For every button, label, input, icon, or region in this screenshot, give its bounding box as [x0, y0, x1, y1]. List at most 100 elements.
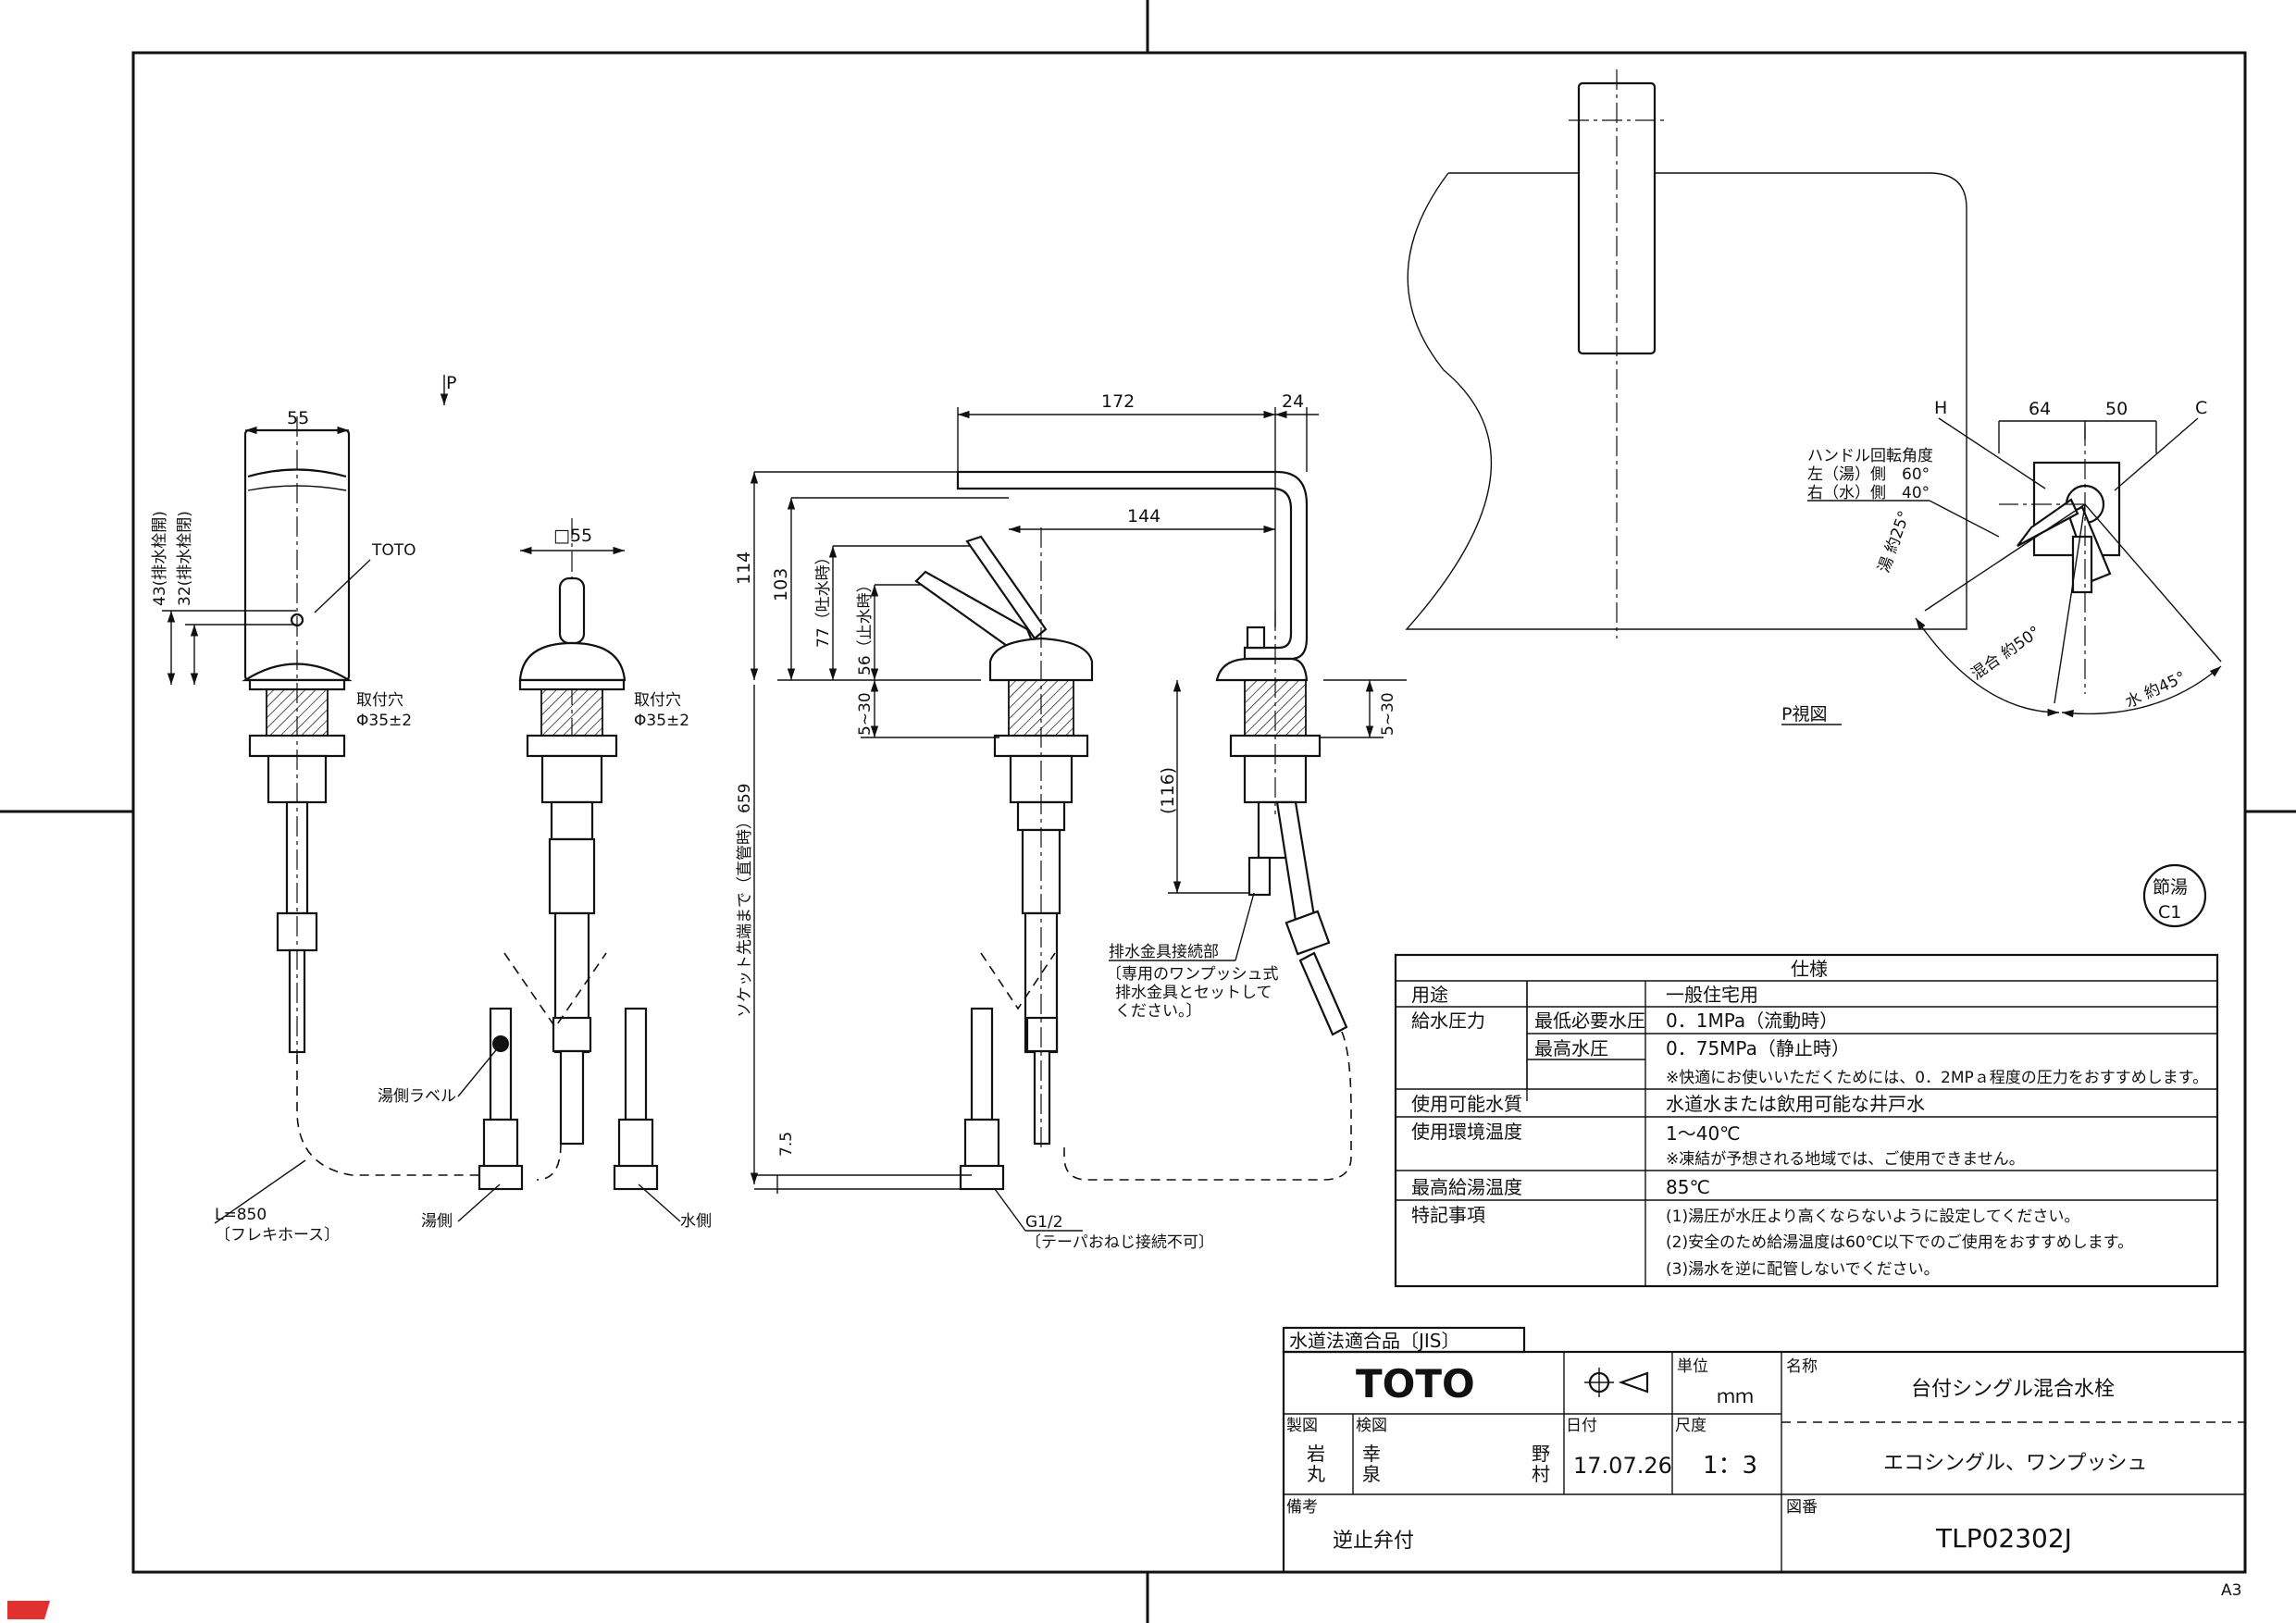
dim-24: 24	[1282, 391, 1304, 412]
checked-label: 検図	[1356, 1417, 1387, 1435]
title-block: 水道法適合品〔JIS〕 TOTO 単位 ｍｍ 名称 台付シングル混合水栓 製図 …	[1282, 1326, 2247, 1574]
name-value: 台付シングル混合水栓	[1911, 1378, 2115, 1401]
spec-row-label: 用途	[1411, 984, 1448, 1006]
spec-row-label: 給水圧力	[1411, 1010, 1485, 1032]
projection-symbol-icon	[1584, 1368, 1649, 1397]
drain-note-3: ください。〕	[1115, 1002, 1202, 1021]
spec-row-value: 水道水または飲用可能な井戸水	[1666, 1093, 1925, 1115]
dim-64: 64	[2029, 399, 2051, 419]
spec-row-label: 特記事項	[1411, 1204, 1485, 1226]
toto-mark-label: TOTO	[371, 541, 416, 560]
dim-drain-open: 43(排水栓開)	[151, 511, 169, 606]
main-side-view: 172 24 144 114 103 77（吐水時） 56（止水時） 5~30 …	[734, 391, 1407, 1252]
scale-label: 尺度	[1675, 1417, 1706, 1435]
dim-5-30-b: 5~30	[1379, 692, 1397, 736]
dim-55: 55	[287, 408, 309, 428]
dim-spout-close: 56（止水時）	[856, 576, 875, 675]
spec-row-value: (1)湯圧が水圧より高くならないように設定してください。	[1666, 1208, 2079, 1226]
dim-7-5: 7.5	[777, 1132, 796, 1157]
handle-angle-right: 右（水）側 40°	[1807, 484, 1930, 502]
cold-side-label: 水側	[680, 1212, 712, 1231]
hot-side-label: 湯側	[421, 1212, 453, 1231]
spec-title: 仕様	[1791, 958, 1828, 980]
side-view: □55 取付穴 Φ35±2 湯側ラベル 湯側 水側	[378, 518, 712, 1231]
jis-label: 水道法適合品〔JIS〕	[1289, 1330, 1460, 1352]
drain-note-2: 排水金具とセットして	[1115, 984, 1272, 1002]
p-view: P視図 64 50 H C ハンドル回転角度 左（湯）側 60° 右（水）側 4…	[1405, 69, 2222, 928]
subname-value: エコシングル、ワンプッシュ	[1883, 1452, 2147, 1475]
spec-row-value: 0．75MPa（静止時）	[1666, 1037, 1850, 1059]
spec-row-label: 使用可能水質	[1411, 1093, 1522, 1115]
unit-value: ｍｍ	[1717, 1385, 1754, 1407]
spec-row-value: 1～40℃	[1666, 1122, 1741, 1145]
spec-row-value: ※快適にお使いいただくためには、0．2MPａ程度の圧力をおすすめします。	[1666, 1068, 2208, 1087]
saving-badge-top: 節湯	[2153, 877, 2188, 898]
c-mark: C	[2195, 398, 2207, 418]
saving-badge-bottom: C1	[2158, 902, 2181, 923]
drain-connection-label: 排水金具接続部	[1109, 943, 1219, 961]
hot-label-tag: 湯側ラベル	[378, 1087, 456, 1106]
hose-length: L=850	[215, 1206, 267, 1224]
p-view-title: P視図	[1781, 704, 1827, 725]
spec-row-value: (2)安全のため給湯温度は60℃以下でのご使用をおすすめします。	[1666, 1233, 2133, 1252]
spec-row-label: 使用環境温度	[1411, 1121, 1522, 1143]
drain-note-1: 〔専用のワンプッシュ式	[1106, 965, 1279, 984]
spec-rows: 用途 一般住宅用 給水圧力 最低必要水圧 0．1MPa（流動時） 最高水圧 0．…	[1411, 984, 2208, 1279]
approved-1: 野	[1532, 1443, 1550, 1465]
drafted-2: 丸	[1307, 1463, 1325, 1485]
handle-angle-title: ハンドル回転角度	[1807, 447, 1933, 465]
drafted-1: 岩	[1307, 1443, 1325, 1465]
mount-hole-label-2: 取付穴	[634, 691, 681, 710]
unit-label: 単位	[1677, 1357, 1708, 1376]
drawing-no-label: 図番	[1786, 1498, 1818, 1517]
remarks-value: 逆止弁付	[1333, 1530, 1414, 1553]
view-p-label: P	[446, 373, 456, 393]
drawing-no: TLP02302J	[1935, 1523, 2072, 1554]
dim-172: 172	[1101, 391, 1135, 412]
spec-row-sub: 最高水圧	[1534, 1037, 1608, 1059]
handle-angle-left: 左（湯）側 60°	[1807, 465, 1930, 484]
checked-1: 幸	[1362, 1443, 1381, 1465]
dim-116: (116)	[1158, 767, 1178, 814]
spec-row-value: ※凍結が予想される地域では、ご使用できません。	[1666, 1149, 2025, 1169]
dim-103: 103	[771, 568, 791, 601]
thread-note: 〔テーパおねじ接続不可〕	[1025, 1233, 1214, 1252]
name-label: 名称	[1786, 1357, 1818, 1376]
dim-50: 50	[2105, 399, 2128, 419]
dim-socket-length: ソケット先端まで（直管時）659	[736, 784, 754, 1018]
dim-5-30-a: 5~30	[856, 692, 875, 736]
approved-2: 村	[1532, 1463, 1550, 1485]
scale-value: 1：3	[1703, 1452, 1757, 1480]
spec-row-value: (3)湯水を逆に配管しないでください。	[1666, 1260, 1940, 1279]
mount-hole-dim-1: Φ35±2	[356, 712, 412, 730]
spec-row-label: 最高給湯温度	[1411, 1176, 1522, 1198]
sheet-size: A3	[2221, 1581, 2241, 1600]
dim-spout-open: 77（吐水時）	[814, 549, 833, 648]
dim-144: 144	[1127, 506, 1160, 527]
date-value: 17.07.26	[1573, 1453, 1672, 1479]
checked-2: 泉	[1362, 1463, 1381, 1485]
cold-angle: 水 約45°	[2123, 668, 2189, 712]
spec-table: 仕様 用途 一般住宅用 給水圧力 最低必要水圧 0．1MPa（流動時） 最高水圧…	[1394, 953, 2219, 1288]
dim-114: 114	[734, 551, 754, 585]
brand-logo: TOTO	[1356, 1361, 1475, 1406]
mount-hole-dim-2: Φ35±2	[634, 712, 689, 730]
logo-mark-icon	[7, 1601, 50, 1619]
hot-angle: 湯 約25°	[1875, 509, 1915, 576]
drafted-label: 製図	[1286, 1417, 1318, 1435]
hose-type: 〔フレキホース〕	[215, 1226, 340, 1245]
front-view: P 55 43(排水栓開) 32(排水栓閉) TOTO 取付穴 Φ35±2 L=…	[151, 373, 481, 1245]
spec-row-value: 0．1MPa（流動時）	[1666, 1010, 1838, 1032]
spec-row-value: 一般住宅用	[1666, 984, 1758, 1006]
dim-55sq: □55	[553, 526, 592, 546]
thread-label: G1/2	[1025, 1213, 1063, 1232]
date-label: 日付	[1566, 1417, 1597, 1435]
spec-row-value: 85℃	[1666, 1176, 1710, 1198]
spec-row-sub: 最低必要水圧	[1534, 1010, 1645, 1032]
dim-drain-close: 32(排水栓閉)	[176, 511, 194, 606]
remarks-label: 備考	[1286, 1498, 1318, 1517]
mount-hole-label-1: 取付穴	[356, 691, 403, 710]
h-mark: H	[1934, 398, 1947, 418]
